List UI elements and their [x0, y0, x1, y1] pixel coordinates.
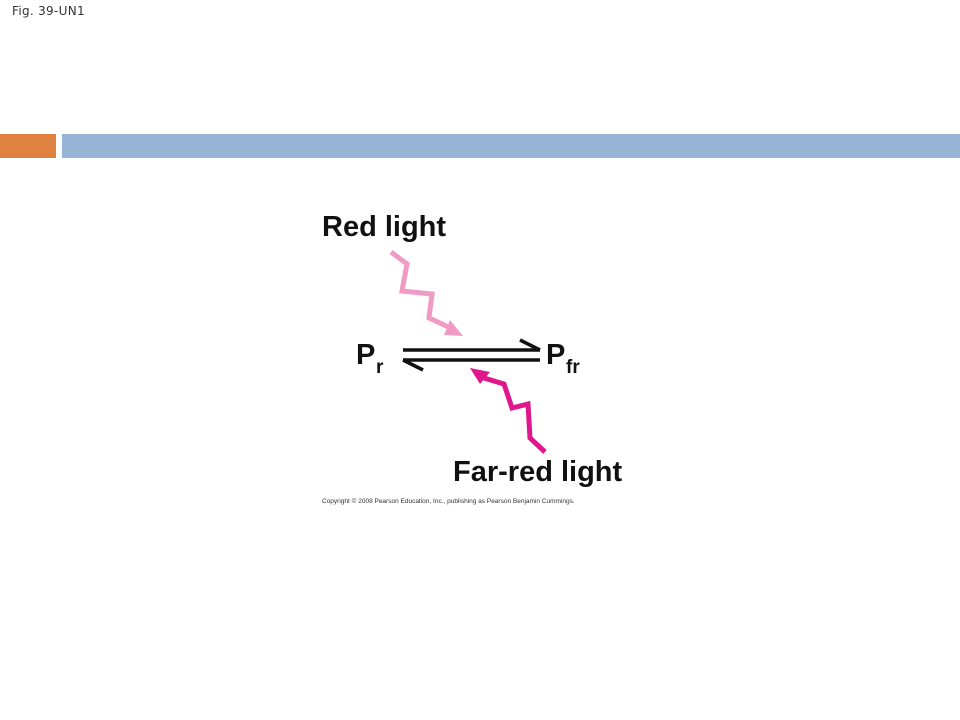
red-light-label: Red light: [322, 211, 446, 243]
far-red-light-label: Far-red light: [453, 456, 623, 488]
far-red-light-arrow: [470, 368, 547, 454]
header-bar-blue: [62, 134, 960, 158]
pr-base: P: [356, 339, 375, 371]
copyright-text: Copyright © 2008 Pearson Education, Inc.…: [322, 497, 575, 505]
pr-subscript: r: [376, 357, 384, 378]
red-light-arrow: [389, 250, 463, 336]
equilibrium-arrows-icon: [402, 338, 541, 372]
pfr-label: P fr: [546, 339, 580, 378]
pr-label: P r: [356, 339, 384, 378]
header-bar-orange: [0, 134, 56, 158]
figure-label: Fig. 39-UN1: [12, 4, 85, 18]
pfr-subscript: fr: [566, 357, 580, 378]
pfr-base: P: [546, 339, 565, 371]
